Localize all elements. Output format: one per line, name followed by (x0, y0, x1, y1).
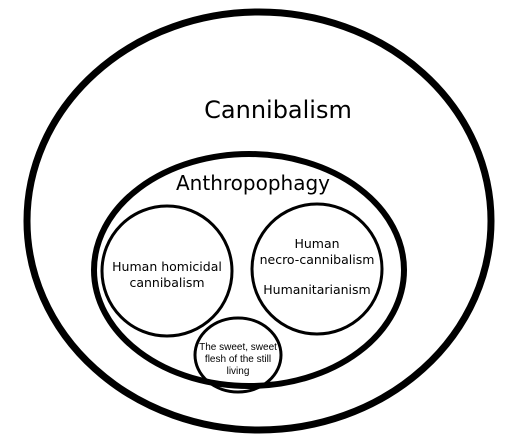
necro-cannibalism-label-line1: Human (294, 236, 339, 251)
still-living-label-line1: The sweet, sweet (199, 342, 277, 353)
humanitarianism-label: Humanitarianism (263, 282, 370, 297)
homicidal-cannibalism-circle (100, 204, 234, 338)
still-living-label-line3: living (227, 366, 250, 377)
still-living-circle (193, 316, 283, 394)
necro-cannibalism-label-line2: necro-cannibalism (260, 252, 375, 267)
cannibalism-label: Cannibalism (204, 96, 352, 124)
homicidal-cannibalism-label-line2: cannibalism (129, 275, 204, 290)
still-living-label-line2: flesh of the still (205, 354, 271, 365)
anthropophagy-label: Anthropophagy (176, 171, 330, 195)
homicidal-cannibalism-label-line1: Human homicidal (112, 259, 222, 274)
cannibalism-circle (23, 8, 495, 434)
anthropophagy-ellipse (91, 151, 407, 389)
necro-cannibalism-circle (250, 202, 384, 336)
